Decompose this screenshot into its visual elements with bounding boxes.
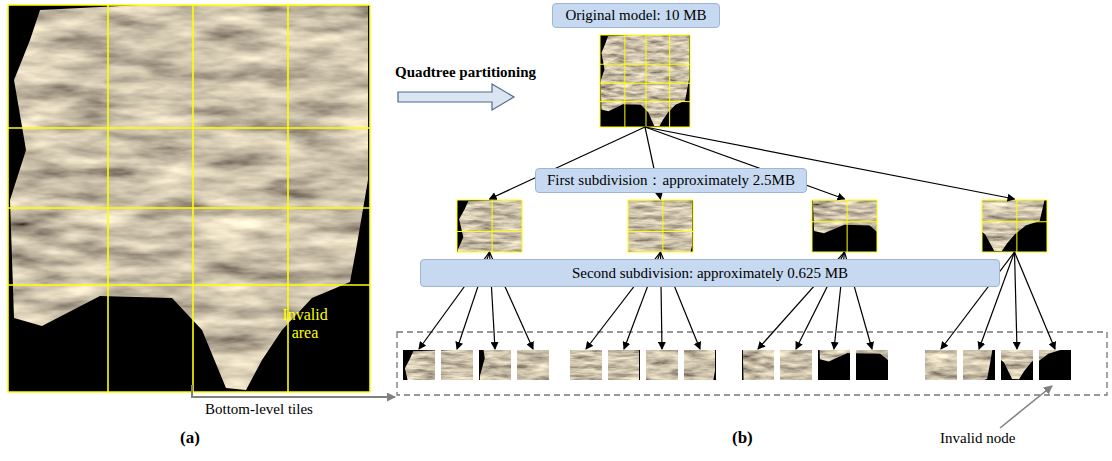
grid-line	[982, 200, 983, 252]
grid-line	[600, 83, 690, 84]
grid-line	[628, 200, 693, 201]
grid-line	[8, 284, 370, 286]
tile-image	[499, 350, 640, 444]
arrow-label: Quadtree partitioning	[395, 64, 536, 81]
grid-line	[8, 207, 370, 209]
tile-image	[742, 271, 878, 422]
grid-line	[600, 35, 690, 36]
box-text: First subdivision：approximately 2.5MB	[547, 171, 795, 190]
panel-label: (a)	[180, 428, 200, 448]
annotation: Invalid node	[940, 430, 1015, 447]
grid-line	[8, 127, 370, 129]
grid-line	[8, 4, 370, 6]
annotation: Bottom-level tiles	[205, 401, 313, 418]
grid-line	[457, 200, 458, 252]
tile-image	[575, 304, 716, 449]
panel-label: (b)	[732, 428, 753, 448]
tree-arrow	[1015, 252, 1056, 349]
grid-line	[522, 200, 523, 252]
rock-model-image	[8, 5, 370, 392]
level-box: Second subdivision: approximately 0.625 …	[420, 259, 1000, 287]
grid-line	[628, 200, 629, 252]
grid-line	[107, 5, 109, 392]
grid-line	[812, 200, 877, 201]
tile-image	[600, 35, 690, 127]
grid-line	[645, 35, 646, 127]
grid-line	[600, 35, 601, 127]
grid-line	[492, 200, 493, 252]
tile-image	[854, 271, 995, 422]
grid-line	[662, 200, 663, 252]
leader-line	[192, 385, 395, 397]
grid-line	[693, 200, 694, 252]
grid-line	[1016, 200, 1017, 252]
grid-line	[812, 200, 813, 252]
level-box: Original model: 10 MB	[552, 3, 720, 28]
grid-line	[982, 200, 1047, 201]
grid-line	[8, 391, 370, 393]
grid-line	[457, 200, 522, 201]
level-box: First subdivision：approximately 2.5MB	[535, 168, 807, 193]
tile-image	[812, 143, 939, 252]
grid-line	[812, 221, 877, 222]
partition-arrow	[398, 84, 514, 110]
grid-line	[690, 35, 691, 127]
region-label: Invalid area	[276, 306, 334, 343]
grid-line	[847, 200, 848, 252]
grid-line	[1047, 200, 1048, 252]
grid-line	[457, 231, 522, 232]
grid-line	[369, 5, 371, 392]
grid-line	[287, 5, 289, 392]
tile-image	[930, 271, 1071, 380]
grid-line	[7, 5, 9, 392]
tile-image	[914, 143, 1047, 252]
grid-line	[192, 5, 194, 392]
grid-line	[600, 101, 690, 102]
grid-line	[624, 35, 625, 127]
leader-line	[1000, 386, 1052, 428]
grid-line	[669, 35, 670, 127]
box-text: Original model: 10 MB	[565, 7, 706, 24]
box-text: Second subdivision: approximately 0.625 …	[572, 265, 848, 282]
grid-line	[600, 64, 690, 65]
grid-line	[877, 200, 878, 252]
grid-line	[628, 231, 693, 232]
tile-image	[863, 271, 985, 422]
grid-line	[982, 221, 1047, 222]
tree-arrow	[1015, 252, 1018, 349]
